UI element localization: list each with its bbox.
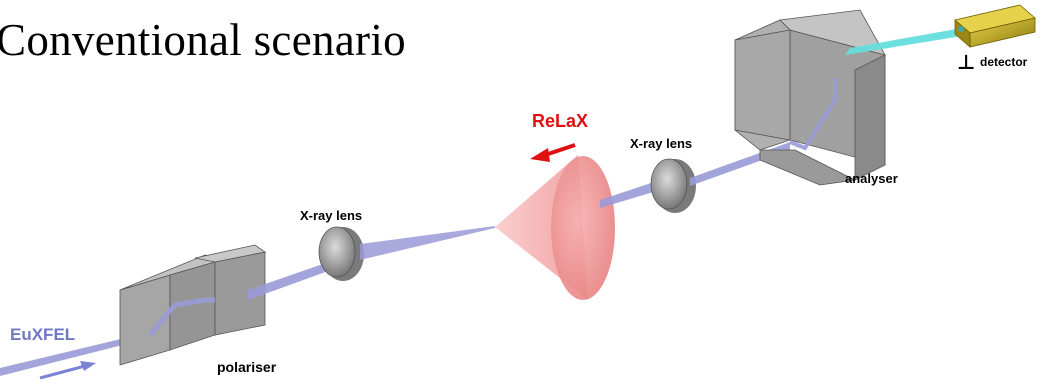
detector-beam [845, 28, 962, 55]
diagram-title: Conventional scenario [0, 15, 406, 65]
beam-segment-2 [600, 180, 660, 208]
polariser-label: polariser [217, 359, 277, 375]
incoming-beam [0, 332, 150, 376]
lens-right-label: X-ray lens [630, 136, 692, 151]
detector-symbol: ⊥ [957, 52, 975, 74]
relax-cone [495, 155, 615, 300]
xray-lens-left [318, 226, 364, 281]
source-label: EuXFEL [10, 325, 75, 344]
analyser-crystal [734, 9, 886, 186]
focusing-beam [360, 226, 495, 260]
detector-icon [954, 4, 1036, 48]
beam-segment-1 [248, 258, 342, 300]
analyser-label: analyser [845, 171, 898, 186]
polariser-crystal [119, 244, 267, 366]
xray-lens-right [650, 158, 696, 213]
relax-label: ReLaX [532, 111, 588, 131]
lens-left-label: X-ray lens [300, 208, 362, 223]
detector-label: detector [980, 55, 1028, 69]
beam-direction-arrow [39, 361, 96, 380]
relax-direction-arrow [530, 143, 576, 162]
